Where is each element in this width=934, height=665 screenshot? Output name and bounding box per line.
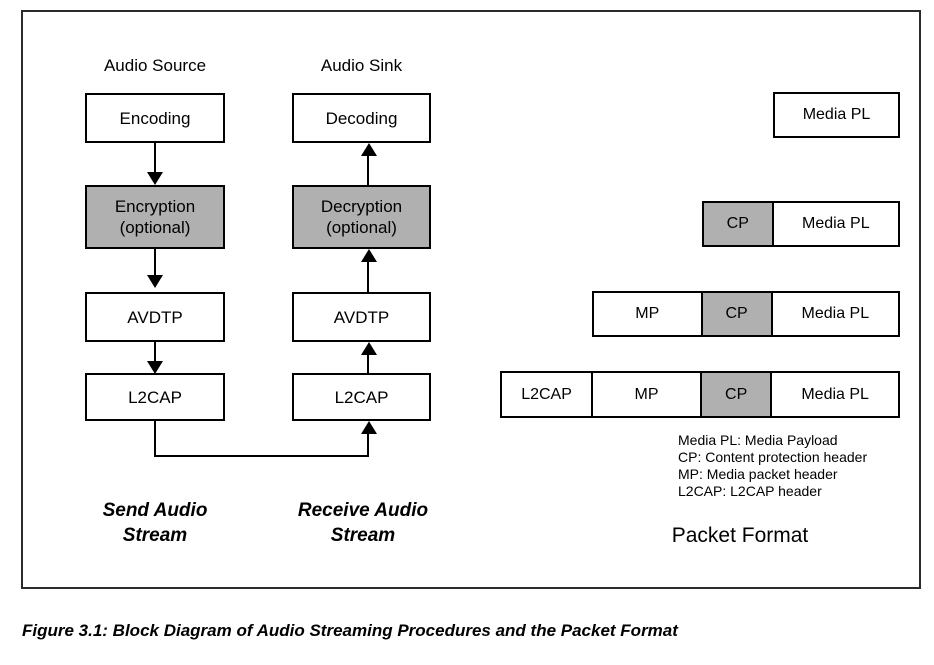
arrowhead-encryption-to-avdtp (147, 275, 163, 288)
arrowhead-encoding-to-encryption (147, 172, 163, 185)
stream-caption-receive-line2: Stream (330, 525, 396, 546)
arrow-shaft-l2cap-to-avdtp-sink (367, 355, 369, 373)
arrow-shaft-decryption-to-decoding (367, 156, 369, 185)
block-decryption-label: Decryption (320, 197, 403, 216)
block-encoding: Encoding (85, 93, 225, 143)
arrow-shaft-encoding-to-encryption (154, 143, 156, 175)
block-l2cap-source: L2CAP (85, 373, 225, 421)
block-encryption-sublabel: (optional) (119, 218, 191, 237)
block-avdtp-sink: AVDTP (292, 292, 431, 342)
stream-caption-receive: Receive Audio Stream (268, 498, 458, 548)
packet-row-l2cap-mp-cp-media-pl: L2CAP MP CP Media PL (500, 371, 900, 418)
block-encoding-label: Encoding (119, 108, 191, 128)
arrowhead-l2cap-to-avdtp-sink (361, 342, 377, 355)
block-decoding: Decoding (292, 93, 431, 143)
packet-legend: Media PL: Media Payload CP: Content prot… (678, 432, 867, 500)
stream-caption-send: Send Audio Stream (60, 498, 250, 548)
connector-down-from-l2cap-source (154, 421, 156, 457)
arrowhead-avdtp-to-l2cap-source (147, 361, 163, 374)
packet-seg-mp: MP (593, 373, 702, 416)
block-decryption-sublabel: (optional) (326, 218, 397, 237)
packet-seg-mp: MP (594, 293, 703, 335)
column-header-audio-sink: Audio Sink (320, 56, 403, 75)
arrowhead-avdtp-to-decryption (361, 249, 377, 262)
block-avdtp-sink-label: AVDTP (333, 307, 390, 327)
packet-legend-line-media-pl: Media PL: Media Payload (678, 432, 838, 448)
packet-seg-cp: CP (702, 373, 773, 416)
packet-legend-line-cp: CP: Content protection header (678, 449, 868, 465)
connector-up-to-l2cap-sink (367, 434, 369, 457)
arrowhead-decryption-to-decoding (361, 143, 377, 156)
packet-format-title: Packet Format (671, 524, 809, 547)
packet-row-media-pl: Media PL (773, 92, 900, 138)
stream-caption-send-line2: Stream (122, 525, 188, 546)
packet-seg-media-pl: Media PL (775, 94, 898, 136)
block-decryption: Decryption (optional) (292, 185, 431, 249)
block-encryption-label: Encryption (114, 197, 196, 216)
packet-legend-line-mp: MP: Media packet header (678, 466, 838, 482)
packet-legend-line-l2cap: L2CAP: L2CAP header (678, 483, 822, 499)
packet-seg-cp: CP (702, 293, 773, 335)
stream-caption-send-line1: Send Audio (102, 500, 208, 521)
block-l2cap-sink: L2CAP (292, 373, 431, 421)
connector-horizontal-source-to-sink (154, 455, 369, 457)
figure-caption: Figure 3.1: Block Diagram of Audio Strea… (22, 621, 678, 640)
arrow-shaft-avdtp-to-decryption (367, 262, 369, 292)
packet-row-mp-cp-media-pl: MP CP Media PL (592, 291, 900, 337)
packet-seg-l2cap: L2CAP (502, 373, 594, 416)
block-decoding-label: Decoding (325, 108, 398, 128)
block-avdtp-source-label: AVDTP (127, 307, 183, 327)
packet-seg-media-pl: Media PL (772, 293, 898, 335)
arrow-shaft-avdtp-to-l2cap-source (154, 342, 156, 366)
stream-caption-receive-line1: Receive Audio (297, 500, 429, 521)
block-l2cap-source-label: L2CAP (128, 387, 182, 407)
packet-seg-media-pl: Media PL (772, 373, 898, 416)
packet-row-cp-media-pl: CP Media PL (702, 201, 900, 247)
packet-seg-media-pl: Media PL (773, 203, 898, 245)
block-l2cap-sink-label: L2CAP (334, 387, 389, 407)
block-avdtp-source: AVDTP (85, 292, 225, 342)
block-encryption: Encryption (optional) (85, 185, 225, 249)
arrow-shaft-encryption-to-avdtp (154, 249, 156, 278)
arrowhead-connector-to-l2cap-sink (361, 421, 377, 434)
column-header-audio-source: Audio Source (103, 56, 207, 75)
packet-seg-cp: CP (704, 203, 774, 245)
